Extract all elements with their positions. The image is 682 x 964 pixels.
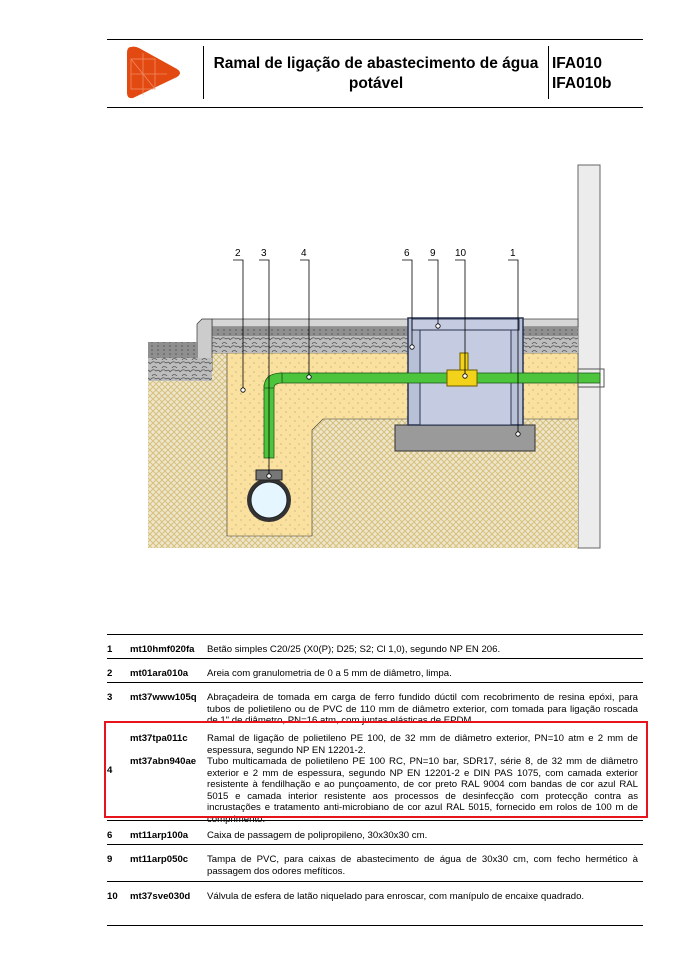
paving-slab — [211, 318, 409, 328]
box-lid — [411, 318, 520, 331]
material-code: mt11arp050c — [130, 854, 189, 865]
material-code: mt37www105q — [130, 692, 197, 703]
callout-label: 6 — [404, 248, 410, 259]
row-number: 1 — [107, 644, 113, 655]
paving-slab — [521, 318, 579, 328]
material-description: Caixa de passagem de polipropileno, 30x3… — [207, 830, 428, 841]
row-number: 4 — [107, 765, 113, 776]
callout-label: 3 — [261, 248, 267, 259]
material-code: mt01ara010a — [130, 668, 189, 679]
material-description: Tubo multicamada de polietileno PE 100 R… — [207, 756, 638, 825]
work-code: IFA010 IFA010b — [552, 54, 611, 94]
road-base — [148, 358, 212, 381]
material-code: mt37tpa011c — [130, 733, 188, 744]
material-code: mt11arp100a — [130, 830, 189, 841]
material-code: mt37abn940ae — [130, 756, 197, 767]
concrete-base — [394, 424, 536, 452]
table-row: 1 mt10hmf020fa Betão simples C20/25 (X0(P)… — [107, 634, 643, 659]
header-divider — [203, 46, 204, 99]
page-title: Ramal de ligação de abastecimento de águ… — [203, 54, 549, 94]
water-main — [250, 481, 288, 519]
material-code: mt10hmf020fa — [130, 644, 195, 655]
wall — [577, 164, 601, 549]
row-number: 6 — [107, 830, 113, 841]
material-description: Ramal de ligação de polietileno PE 100, … — [207, 733, 638, 756]
pipe-elbow — [263, 372, 283, 389]
callout-label: 10 — [455, 248, 467, 259]
highlight-box — [104, 721, 648, 818]
callout-label: 2 — [235, 248, 241, 259]
section-drawing: 2 3 4 6 9 10 1 — [148, 164, 605, 549]
title-line: potável — [348, 75, 404, 92]
material-description: Areia com granulometria de 0 a 5 mm de d… — [207, 668, 452, 679]
company-logo — [127, 46, 180, 99]
gravel-layer — [212, 327, 408, 336]
callout-label: 9 — [430, 248, 436, 259]
material-description: Válvula de esfera de latão niquelado par… — [207, 891, 585, 902]
cobble-layer — [212, 336, 408, 353]
table-row: 6 mt11arp100a Caixa de passagem de polipro… — [107, 820, 643, 845]
material-description: Tampa de PVC, para caixas de abastecimen… — [207, 854, 638, 877]
row-number: 2 — [107, 668, 113, 679]
ball-valve — [446, 369, 478, 387]
road-surface — [148, 342, 198, 360]
callout-label: 1 — [510, 248, 516, 259]
header-top-rule — [107, 39, 643, 40]
table-row: 2 mt01ara010a Areia com granulometria de 0… — [107, 658, 643, 683]
title-line: Ramal de ligação de abastecimento de águ… — [213, 55, 539, 72]
code-primary: IFA010 — [552, 55, 602, 72]
table-row: 9 mt11arp050c Tampa de PVC, para caixas de… — [107, 844, 643, 882]
row-number: 3 — [107, 692, 113, 703]
header-divider — [548, 46, 549, 99]
code-secondary: IFA010b — [552, 75, 612, 92]
row-number: 10 — [107, 891, 118, 902]
row-number: 9 — [107, 854, 113, 865]
table-row: 10 mt37sve030d Válvula de esfera de latão … — [107, 881, 643, 926]
table-row: 3 mt37www105q Abraçadeira de tomada em car… — [107, 682, 643, 726]
valve-handle — [459, 352, 469, 371]
material-code: mt37sve030d — [130, 891, 191, 902]
material-description: Abraçadeira de tomada em carga de ferro … — [207, 692, 638, 726]
material-description: Betão simples C20/25 (X0(P); D25; S2; Cl… — [207, 644, 501, 655]
wall-sleeve — [577, 368, 605, 388]
gravel-layer — [522, 327, 578, 336]
table-row: 4 mt37tpa011c Ramal de ligação de polietil… — [107, 724, 643, 825]
header-bottom-rule — [107, 107, 643, 108]
table-bottom-rule — [107, 925, 643, 926]
cobble-layer — [522, 336, 578, 353]
callout-label: 4 — [301, 248, 307, 259]
service-pipe — [281, 372, 601, 384]
